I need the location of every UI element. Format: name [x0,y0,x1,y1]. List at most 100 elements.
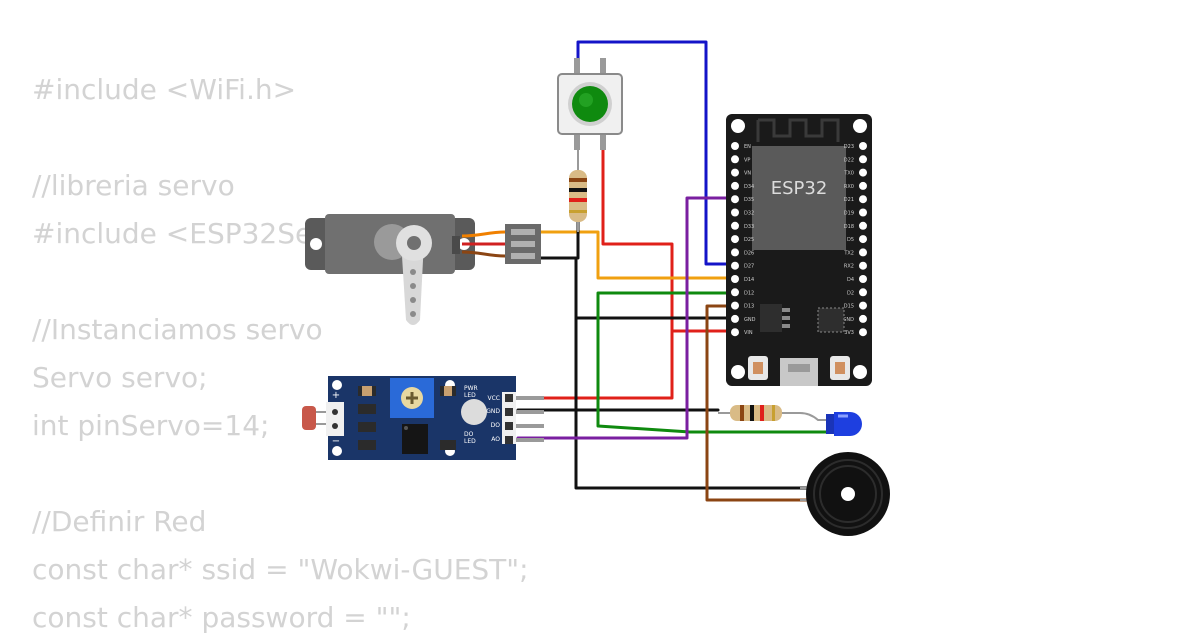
esp32-right-pin-3v3[interactable] [859,328,867,337]
pin-label-ao: AO [491,436,500,443]
esp32-right-pin-label: D4 [847,277,854,283]
esp32-right-pin-label: D23 [844,144,854,150]
esp32-left-pin-label: D14 [744,277,754,283]
esp32-right-pin-label: RX2 [844,264,854,270]
esp32-left-pin-d12[interactable] [731,288,739,297]
esp32-right-pin-label: 3V3 [844,330,854,336]
esp32-left-pin-label: D13 [744,304,754,310]
esp32-right-pin-d22[interactable] [859,155,867,164]
buzzer-icon[interactable] [800,452,890,536]
esp32-right-pin-label: RX0 [844,184,854,190]
esp32-left-pin-d25[interactable] [731,235,739,244]
wire-green[interactable] [596,291,832,434]
esp32-left-pin-label: D33 [744,224,754,230]
wire-red-sensor[interactable] [516,329,674,400]
esp32-left-pin-d26[interactable] [731,248,739,257]
esp32-left-pin-d14[interactable] [731,275,739,283]
servo-motor-icon[interactable] [305,214,541,325]
esp32-left-pin-label: GND [744,317,756,323]
esp32-right-pin-label: GND [843,317,855,323]
wire-red-button[interactable] [601,138,737,333]
esp32-left-pin-gnd[interactable] [731,314,739,323]
esp32-right-pin-d18[interactable] [859,221,867,230]
esp32-left-pin-vin[interactable] [731,328,739,337]
wire-black-buzzer[interactable] [574,316,808,490]
code-line: const char* ssid = "Wokwi-GUEST"; [32,553,529,586]
resistor-icon[interactable] [569,150,587,232]
code-line: Servo servo; [32,361,208,394]
esp32-left-pin-label: D25 [744,237,754,243]
esp32-left-pin-en[interactable] [731,142,739,150]
esp32-right-pin-rx2[interactable] [859,261,867,270]
esp32-left-pin-label: D34 [744,184,754,190]
wire-blue[interactable] [576,40,737,266]
plus-label: + [332,390,340,401]
esp32-left-pin-d35[interactable] [731,195,739,204]
code-line: #include <WiFi.h> [32,73,297,106]
esp32-board[interactable]: ESP32 ENVPVND34D35D32D33D25D26D27D14D12D… [726,114,872,386]
esp32-left-pin-label: D12 [744,290,754,296]
esp32-right-pin-d23[interactable] [859,142,867,150]
esp32-right-pin-d19[interactable] [859,208,867,217]
esp32-left-pin-label: D32 [744,211,754,217]
esp32-right-pin-label: D5 [847,237,854,243]
pin-label-gnd: GND [486,408,500,415]
esp32-right-pin-label: D19 [844,211,854,217]
code-line: //Definir Red [32,505,207,538]
led-resistor-icon[interactable] [718,405,830,421]
esp32-right-pin-label: TX2 [843,250,854,256]
esp32-left-pin-label: VIN [744,330,753,336]
esp32-right-pin-label: D22 [844,157,854,163]
esp32-left-pin-d13[interactable] [731,301,739,310]
pin-label-vcc: VCC [488,395,500,402]
esp32-left-pin-label: EN [744,144,751,150]
esp32-right-pin-label: D2 [847,290,854,296]
code-line: //Instanciamos servo [32,313,323,346]
esp32-right-pin-label: D21 [844,197,854,203]
esp32-right-pin-gnd[interactable] [859,314,867,323]
esp32-left-pin-vn[interactable] [731,168,739,177]
esp32-right-pin-label: D18 [844,224,854,230]
esp32-right-pin-label: TX0 [843,171,854,177]
minus-label: − [332,436,340,447]
esp32-right-pin-d5[interactable] [859,235,867,244]
do-label: DO [464,431,474,438]
esp32-left-pin-vp[interactable] [731,155,739,164]
photoresistor-module[interactable]: + − PWR LED DO LED VCC GND DO AO [302,376,544,460]
esp32-left-pin-d33[interactable] [731,221,739,230]
esp32-right-pin-tx2[interactable] [859,248,867,257]
esp32-right-pin-d21[interactable] [859,195,867,204]
esp32-right-pin-label: D15 [844,304,854,310]
wire-black-servo[interactable] [538,256,737,320]
esp32-left-pin-label: D27 [744,264,754,270]
esp32-left-pin-label: VP [744,157,750,163]
led-icon[interactable] [826,412,862,436]
esp32-right-pin-d4[interactable] [859,275,867,283]
code-line: const char* password = ""; [32,601,411,634]
esp32-left-pin-d27[interactable] [731,261,739,270]
pin-label-do: DO [491,422,501,429]
code-line: #include <ESP32Se [32,217,313,250]
wires [516,40,832,502]
pwr-led-label: LED [464,392,476,399]
esp32-left-pin-label: VN [744,171,751,177]
esp32-right-pin-d15[interactable] [859,301,867,310]
esp32-right-pin-d2[interactable] [859,288,867,297]
esp32-left-pin-d34[interactable] [731,181,739,190]
esp32-right-pin-tx0[interactable] [859,168,867,177]
wire-purple[interactable] [516,196,737,440]
esp32-left-pin-label: D26 [744,250,754,256]
pwr-label: PWR [464,385,478,392]
esp32-left-pin-label: D35 [744,197,754,203]
esp32-left-pin-d32[interactable] [731,208,739,217]
code-editor-text: #include <WiFi.h> //libreria servo #includ… [32,66,529,642]
code-line: //libreria servo [32,169,235,202]
esp32-right-pin-rx0[interactable] [859,181,867,190]
wire-brown[interactable] [705,304,808,502]
code-line: int pinServo=14; [32,409,270,442]
pushbutton-icon[interactable] [557,58,623,150]
do-led-label: LED [464,438,476,445]
wire-orange[interactable] [538,230,737,280]
